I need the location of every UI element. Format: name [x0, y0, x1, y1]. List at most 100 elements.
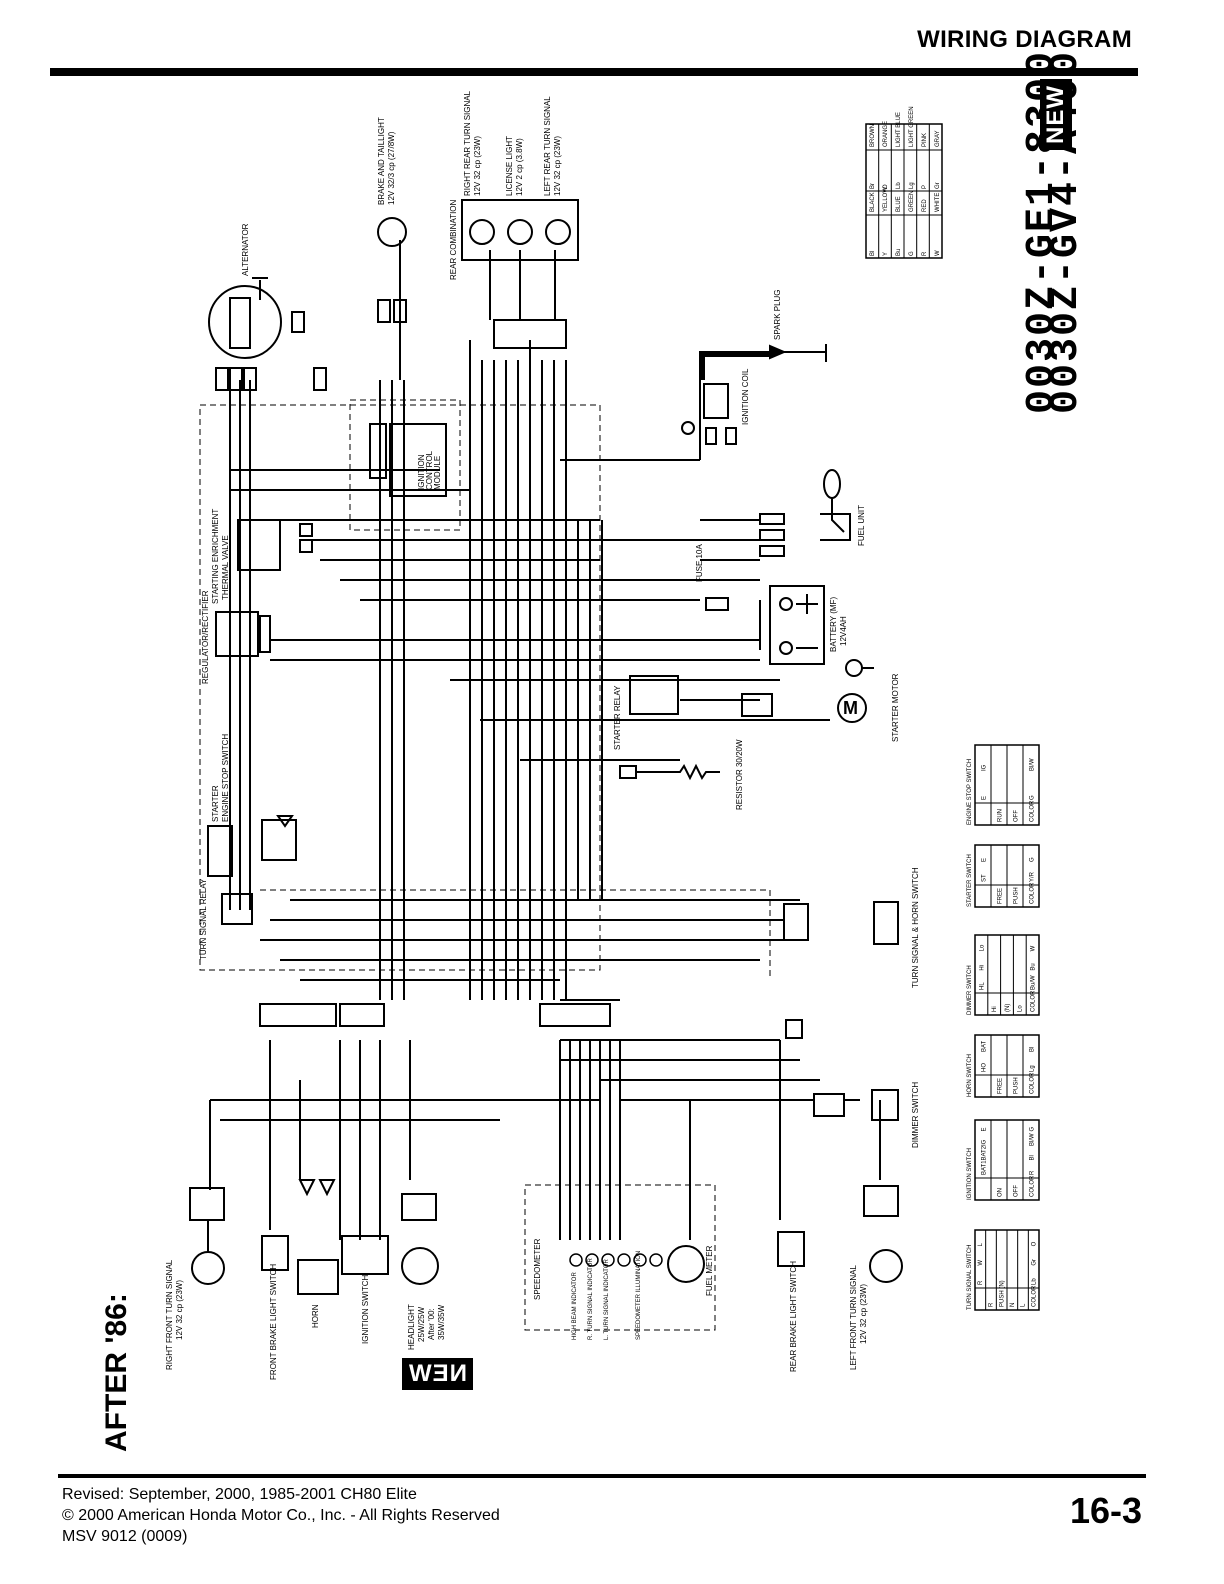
- left-rear-turn-label: LEFT REAR TURN SIGNAL: [543, 96, 552, 196]
- switch-table-row-label: L: [1021, 1303, 1027, 1307]
- high-beam-indicator-label: HIGH BEAM INDICATOR: [572, 1272, 578, 1340]
- switch-table-col-label: BAT2: [981, 1145, 987, 1160]
- switch-table-title: IGNITION SWITCH: [967, 1148, 973, 1200]
- switch-table-title: HORN SWITCH: [967, 1054, 973, 1097]
- switch-table-row-label: PUSH: [1013, 1077, 1019, 1094]
- switch-table-col-label: R: [978, 1280, 984, 1285]
- switch-table-row-label: Hi: [992, 1006, 998, 1012]
- switch-table-row-label: OFF: [1013, 1185, 1019, 1197]
- footer-revised: Revised: September, 2000, 1985-2001 CH80…: [62, 1486, 417, 1503]
- color-code-cell: Gr: [935, 182, 941, 189]
- color-code-cell: Bl: [870, 251, 876, 256]
- right-rear-turn-label: RIGHT REAR TURN SIGNAL: [463, 90, 472, 196]
- switch-table-col-label: HL: [979, 982, 985, 990]
- right-front-turn-spec: 12V 32 cp (23W): [175, 1280, 184, 1340]
- dimmer-switch-label: DIMMER SWITCH: [911, 1082, 920, 1148]
- headlight-after00: After '00:: [427, 1308, 436, 1340]
- fuel-meter-label: FUEL METER: [705, 1245, 714, 1296]
- color-code-cell: WHITE: [935, 193, 941, 212]
- resistor-label: RESISTOR 30/20W: [735, 739, 744, 810]
- switch-table-color: Bl: [1029, 1155, 1035, 1160]
- color-code-cell: Br: [870, 183, 876, 189]
- switch-table-row-label: ON: [997, 1188, 1003, 1197]
- color-code-cell: BLACK: [870, 192, 876, 212]
- color-code-cell: PINK: [922, 133, 928, 147]
- starting-enrichment-label: STARTING ENRICHMENT: [211, 509, 220, 604]
- switch-table-row-label: COLOR: [1029, 1175, 1035, 1197]
- switch-table-col-label: Hi: [979, 965, 985, 971]
- right-front-turn-label: RIGHT FRONT TURN SIGNAL: [165, 1259, 174, 1370]
- license-light-label: LICENSE LIGHT: [505, 136, 514, 196]
- starter-motor-label: STARTER MOTOR: [891, 673, 900, 742]
- color-code-cell: R: [922, 251, 928, 256]
- ignition-coil-label: IGNITION COIL: [741, 368, 750, 425]
- switch-table-color: G: [1029, 857, 1035, 862]
- left-front-turn-label: LEFT FRONT TURN SIGNAL: [849, 1265, 858, 1370]
- switch-table-row-label: Lo: [1018, 1005, 1024, 1012]
- switch-table-row-label: COLOR: [1029, 1072, 1035, 1094]
- turn-horn-switch-label: TURN SIGNAL & HORN SWITCH: [911, 867, 920, 988]
- switch-table-color: Bu: [1031, 963, 1037, 970]
- switch-table-color: Bl/W: [1029, 1133, 1035, 1146]
- left-front-turn-spec: 12V 32 cp (23W): [859, 1284, 868, 1344]
- switch-table-color: W: [1031, 945, 1037, 951]
- switch-table-row-label: FREE: [997, 888, 1003, 904]
- l-turn-indicator-label: L. TURN SIGNAL INDICATOR: [604, 1259, 610, 1340]
- regulator-label: REGULATOR/RECTIFIER: [201, 590, 210, 684]
- icm-label-3: MODULE: [433, 456, 442, 490]
- switch-table-row-label: PUSH (N): [999, 1280, 1005, 1307]
- thermal-valve-label: THERMAL VALVE: [221, 535, 230, 600]
- switch-table-col-label: E: [981, 1127, 987, 1131]
- switch-table-col-label: IG: [981, 1139, 987, 1146]
- license-light-spec: 12V 2 cp (3.8W): [515, 138, 524, 196]
- speedo-illumination-label: SPEEDOMETER ILLUMINATION: [636, 1251, 642, 1340]
- rear-brake-switch-label: REAR BRAKE LIGHT SWITCH: [789, 1261, 798, 1372]
- switch-table-row-label: COLOR: [1031, 990, 1037, 1012]
- switch-table-color: Lb: [1031, 1278, 1037, 1285]
- switch-table-col-label: Lo: [979, 944, 985, 951]
- switch-table-col-label: ST: [981, 874, 987, 882]
- switch-table-row-label: R: [989, 1302, 995, 1307]
- switch-table-row-label: N: [1010, 1303, 1016, 1307]
- color-code-cell: W: [935, 250, 941, 256]
- color-code-cell: LIGHT GREEN: [909, 106, 915, 147]
- color-code-cell: G: [909, 251, 915, 256]
- switch-table-row-label: (N): [1005, 1004, 1011, 1012]
- color-code-cell: GRAY: [935, 130, 941, 147]
- switch-table-color: Bl: [1029, 1047, 1035, 1052]
- switch-table-col-label: E: [981, 858, 987, 862]
- ignition-switch-label: IGNITION SWITCH: [361, 1274, 370, 1344]
- right-rear-turn-spec: 12V 32 cp (23W): [473, 136, 482, 196]
- switch-table-col-label: W: [978, 1260, 984, 1266]
- switch-table-color: Bl/W: [1029, 758, 1035, 771]
- headlight-label: HEADLIGHT: [407, 1304, 416, 1350]
- switch-table-row-label: COLOR: [1029, 882, 1035, 904]
- switch-table-col-label: E: [981, 796, 987, 800]
- top-rule: [50, 68, 1138, 76]
- color-code-cell: Lg: [909, 182, 915, 189]
- speedometer-label: SPEEDOMETER: [533, 1238, 542, 1300]
- rear-combination-label: REAR COMBINATION: [449, 199, 458, 280]
- footer: Revised: September, 2000, 1985-2001 CH80…: [62, 1484, 500, 1547]
- switch-table-title: TURN SIGNAL SWITCH: [967, 1245, 973, 1310]
- color-code-cell: BROWN: [870, 124, 876, 147]
- color-code-cell: RED: [922, 199, 928, 212]
- switch-table-color: G: [1029, 1127, 1035, 1132]
- color-code-cell: YELLOW: [883, 187, 889, 212]
- alternator-label: ALTERNATOR: [241, 223, 250, 276]
- page-number: 16-3: [1069, 1490, 1142, 1531]
- switch-table-color: Y/R: [1029, 871, 1035, 882]
- switch-table-col-label: HO: [981, 1063, 987, 1072]
- switch-table-color: O: [1031, 1241, 1037, 1246]
- page-title: WIRING DIAGRAM: [917, 26, 1132, 53]
- color-code-table: BlBLACKBrBROWNYYELLOWOORANGEBuBLUELbLIGH…: [865, 106, 943, 259]
- starter-relay-label: STARTER RELAY: [613, 685, 622, 750]
- switch-table-frame: [974, 934, 1040, 1016]
- horn-label: HORN: [311, 1304, 320, 1328]
- engine-stop-switch-label: ENGINE STOP SWITCH: [221, 734, 230, 822]
